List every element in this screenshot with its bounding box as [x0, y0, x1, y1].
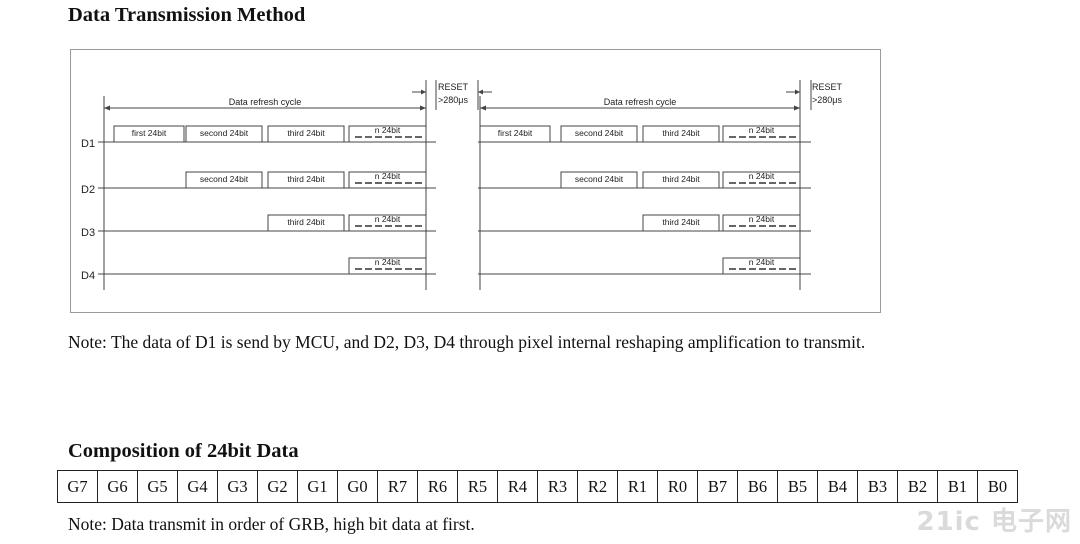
bit-cell: R1 [617, 470, 658, 503]
arrowhead-left [478, 89, 483, 95]
bit-cell: B1 [937, 470, 978, 503]
cycle-label: Data refresh cycle [229, 97, 302, 107]
data-block-label: n 24bit [375, 214, 401, 224]
reset-label: RESET [812, 82, 843, 92]
bit-cell: G6 [97, 470, 138, 503]
bit-cell: R2 [577, 470, 618, 503]
bit-cell: G7 [57, 470, 98, 503]
data-block [560, 125, 638, 142]
bit-cell: R5 [457, 470, 498, 503]
arrowhead-right [794, 105, 800, 111]
data-block-label: first 24bit [498, 128, 533, 138]
bit-cell: B0 [977, 470, 1018, 503]
arrowhead-right [421, 89, 426, 95]
watermark-logo: 21ic 电子网 [916, 507, 1072, 537]
data-block [560, 171, 638, 188]
data-block-label: third 24bit [662, 174, 700, 184]
data-block-label: third 24bit [287, 174, 325, 184]
bit-cell: R7 [377, 470, 418, 503]
reset-time-label: >280μs [812, 95, 842, 105]
data-block-label: third 24bit [662, 128, 700, 138]
bit-cell: G1 [297, 470, 338, 503]
bit-cell: B3 [857, 470, 898, 503]
bit-cell: B2 [897, 470, 938, 503]
bit-cell: G5 [137, 470, 178, 503]
bit-cell: G3 [217, 470, 258, 503]
data-block-label: second 24bit [575, 128, 624, 138]
section-heading-composition: Composition of 24bit Data [68, 440, 299, 462]
signal-label-d3: D3 [81, 227, 95, 239]
data-block-label: n 24bit [749, 214, 775, 224]
bit-cell: B6 [737, 470, 778, 503]
bit-cell: G0 [337, 470, 378, 503]
reset-label: RESET [438, 82, 469, 92]
bit-cell: B4 [817, 470, 858, 503]
data-block-label: third 24bit [287, 217, 325, 227]
cycle-label: Data refresh cycle [604, 97, 677, 107]
bit-cell: B7 [697, 470, 738, 503]
bit-cell: R3 [537, 470, 578, 503]
data-block [185, 171, 263, 188]
data-block-label: n 24bit [749, 171, 775, 181]
data-block-label: n 24bit [749, 257, 775, 267]
data-block-label: first 24bit [132, 128, 167, 138]
data-block [113, 125, 185, 142]
transmission-note: Note: The data of D1 is send by MCU, and… [68, 332, 866, 352]
data-block [267, 125, 345, 142]
section-heading-transmission: Data Transmission Method [68, 4, 306, 26]
data-block-label: n 24bit [749, 125, 775, 135]
data-block-label: third 24bit [662, 217, 700, 227]
data-block-label: second 24bit [200, 174, 249, 184]
bit-cell: G4 [177, 470, 218, 503]
data-block-label: third 24bit [287, 128, 325, 138]
data-block [267, 171, 345, 188]
data-block-label: n 24bit [375, 171, 401, 181]
bit-cell: B5 [777, 470, 818, 503]
signal-label-d2: D2 [81, 184, 95, 196]
signal-label-d1: D1 [81, 138, 95, 150]
data-block [267, 214, 345, 231]
bit-cell: G2 [257, 470, 298, 503]
data-block [185, 125, 263, 142]
bit-cell: R0 [657, 470, 698, 503]
timing-diagram: D1 first 24bit second 24bit third 24bit n 24… [70, 49, 881, 313]
arrowhead-left [104, 105, 110, 111]
bit-cell: R6 [417, 470, 458, 503]
arrowhead-right [420, 105, 426, 111]
data-block [642, 171, 720, 188]
timing-diagram-svg: D1 first 24bit second 24bit third 24bit n 24… [81, 80, 843, 290]
data-block [642, 125, 720, 142]
data-block-label: n 24bit [375, 125, 401, 135]
data-block [642, 214, 720, 231]
data-block-label: second 24bit [575, 174, 624, 184]
composition-note: Note: Data transmit in order of GRB, hig… [68, 514, 475, 534]
arrowhead-right [795, 89, 800, 95]
data-block-label: n 24bit [375, 257, 401, 267]
arrowhead-left [480, 105, 486, 111]
reset-time-label: >280μs [438, 95, 468, 105]
signal-label-d4: D4 [81, 270, 95, 282]
data-block-label: second 24bit [200, 128, 249, 138]
bit-cell: R4 [497, 470, 538, 503]
